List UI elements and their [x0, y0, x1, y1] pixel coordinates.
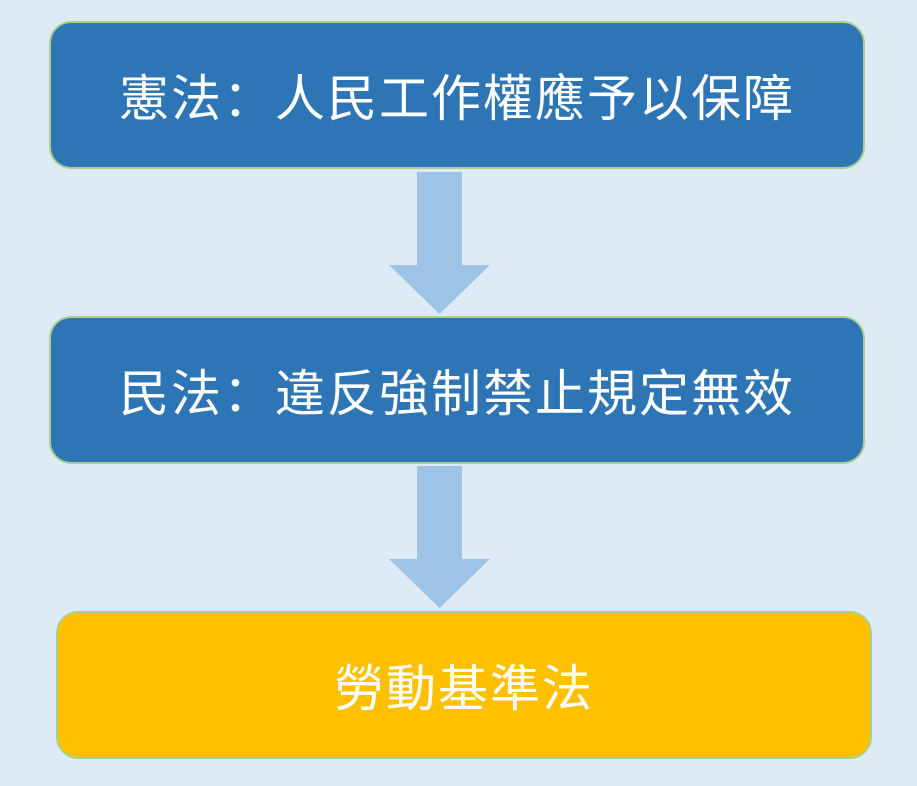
step-constitution-box: 憲法：人民工作權應予以保障	[49, 21, 865, 169]
down-arrow-icon	[389, 172, 490, 314]
step-labor-standards-label: 勞動基準法	[334, 660, 594, 718]
down-arrow-icon	[389, 466, 490, 608]
step-constitution-label: 憲法：人民工作權應予以保障	[119, 70, 795, 128]
step-civil-code-label: 民法：違反強制禁止規定無效	[119, 365, 795, 423]
step-labor-standards-box: 勞動基準法	[56, 611, 872, 759]
step-civil-code-box: 民法：違反強制禁止規定無效	[49, 316, 865, 464]
